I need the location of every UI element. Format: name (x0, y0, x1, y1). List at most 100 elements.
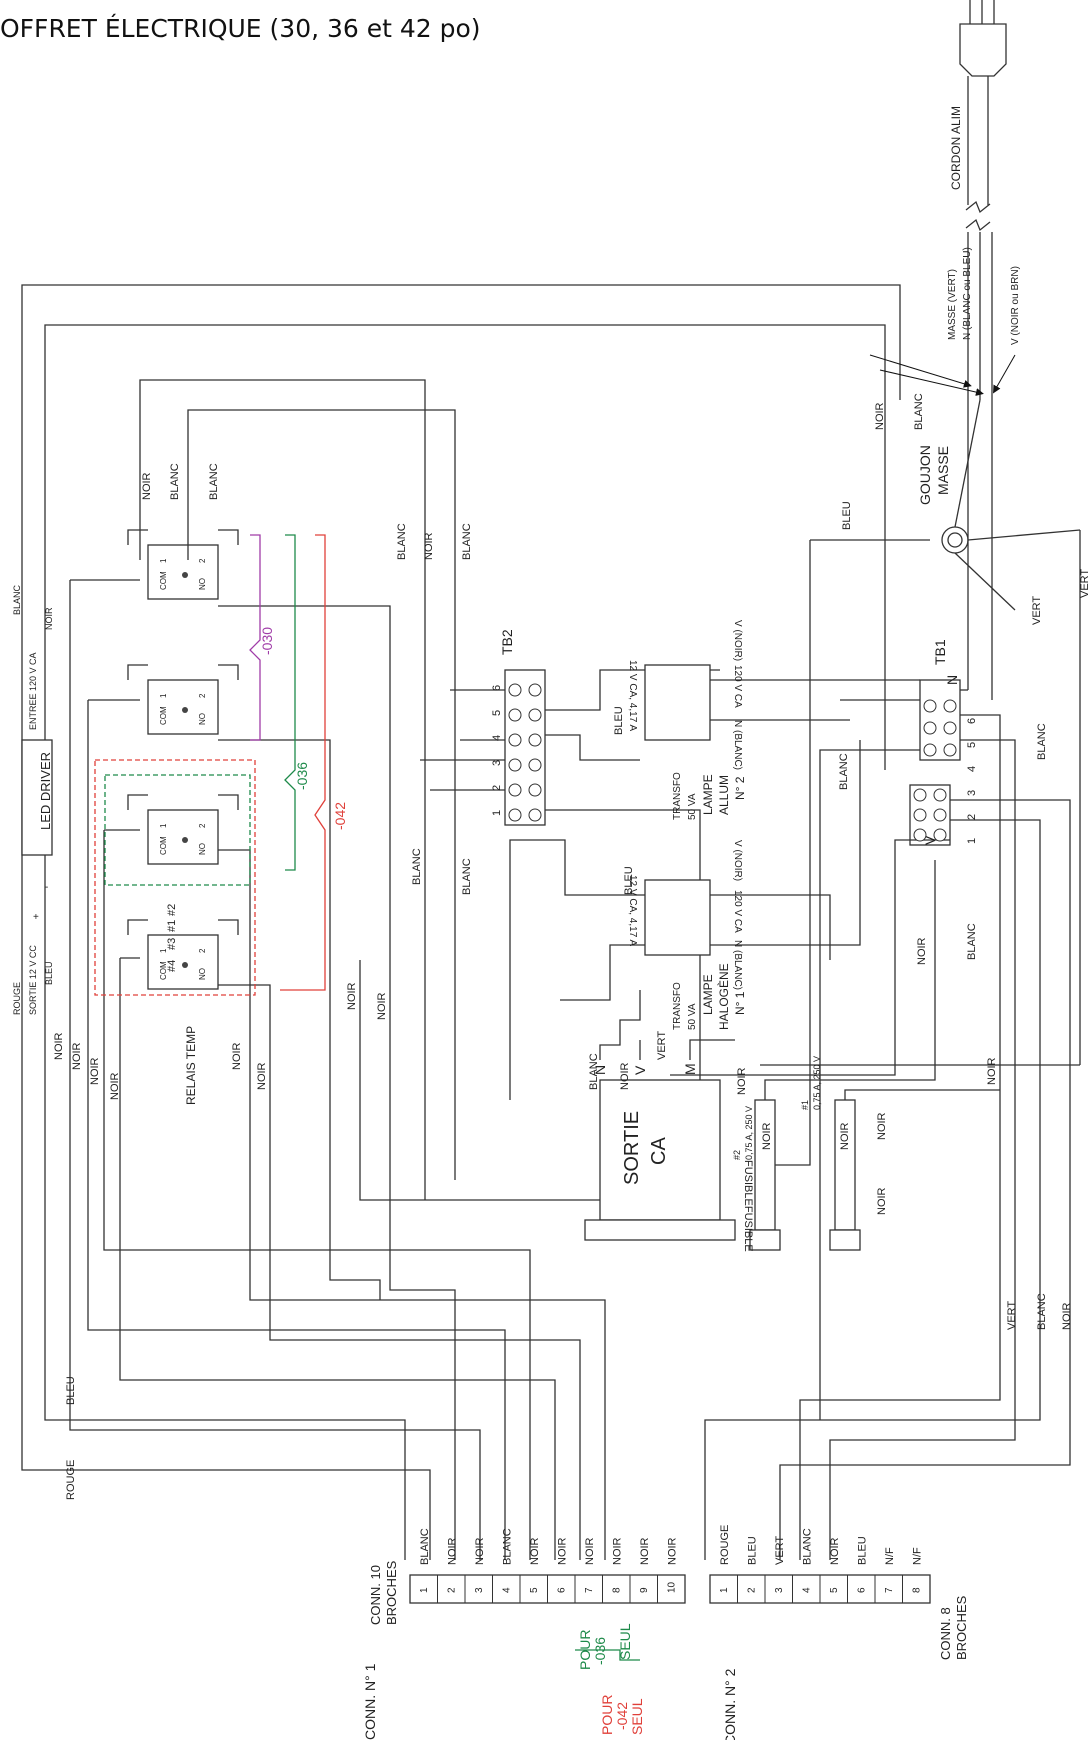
wire-blanc-7: BLANC (1036, 723, 1048, 760)
pour042-c: SEUL (629, 1698, 645, 1735)
tb1-screw (933, 788, 947, 802)
tb1-terminal-number: 5 (966, 742, 978, 748)
relay-contact (182, 962, 188, 968)
wire-blanc-9: BLANC (1036, 1293, 1048, 1330)
transfo1-v: V (NOIR) (732, 840, 743, 881)
wire-noir-16: NOIR (619, 1062, 631, 1090)
conn1-wire-label: BLANC (502, 1528, 514, 1565)
led-rouge: ROUGE (12, 982, 22, 1015)
tb1-screw (943, 699, 957, 713)
conn1-wire-label: NOIR (639, 1537, 651, 1565)
transfo1-va: 50 VA (687, 1003, 698, 1030)
tb2-screw (528, 758, 542, 772)
tb1-terminal-number: 4 (966, 766, 978, 772)
fuse2-rating: 0,75 A, 250 V (744, 1106, 754, 1160)
conn2-pin-number: 4 (802, 1587, 813, 1593)
tb2-terminal-number: 6 (491, 685, 503, 691)
conn1-pin-number: 2 (447, 1587, 458, 1593)
conn1-wire-label: NOIR (529, 1537, 541, 1565)
wire-noir-8: NOIR (346, 982, 358, 1010)
tb2-screw (528, 733, 542, 747)
zone-036: -036 (294, 762, 310, 790)
conn2-name: CONN. N° 2 (722, 1668, 738, 1740)
tb2-terminal-number: 5 (491, 710, 503, 716)
conn2-wire-label: BLANC (802, 1528, 814, 1565)
tb2-screw (528, 683, 542, 697)
relay-mark-r2: #2 (166, 904, 178, 916)
transfo1-pri: 120 V CA (732, 890, 743, 933)
tb2-screw (528, 708, 542, 722)
wire-blanc-3: BLANC (396, 523, 408, 560)
wire-noir-3: NOIR (874, 402, 886, 430)
transfo1-lampname: HALOGÈNE (716, 963, 731, 1030)
led-driver-label: LED DRIVER (38, 752, 53, 830)
wire-vert-2: VERT (1079, 569, 1090, 598)
conn1-pin-number: 8 (612, 1587, 623, 1593)
tb1-terminal-number: 3 (966, 790, 978, 796)
wire-noir-7: NOIR (1061, 1302, 1073, 1330)
wire-blanc-6: BLANC (838, 753, 850, 790)
transfo1-n: N (BLANC) (732, 940, 743, 990)
relay-pin-no: NO (198, 713, 207, 725)
relay-pin-com: COM (159, 836, 168, 855)
wire-noir-12: NOIR (53, 1032, 65, 1060)
tb2-screw (508, 783, 522, 797)
fuse1-number: #1 (800, 1100, 810, 1110)
fuse1-rating: 0,75 A, 250 V (812, 1056, 822, 1110)
tb1-screw (943, 721, 957, 735)
tb1-screw (923, 699, 937, 713)
transfo1-num: N° 1 (733, 991, 747, 1015)
relay-pin-1: 1 (159, 823, 168, 828)
wire-bleu-1: BLEU (841, 501, 853, 530)
transfo2-name: TRANSFO (672, 772, 683, 820)
tb1-screw (913, 788, 927, 802)
transfo1-sec: 12 V CA, 4,17 A (627, 875, 638, 946)
tb1-terminal-number: 2 (966, 814, 978, 820)
tb1-screw (923, 721, 937, 735)
wire-noir-2: NOIR (423, 532, 435, 560)
conn2-desc: CONN. 8 (938, 1607, 953, 1660)
relay-contact (182, 837, 188, 843)
led-plus: + (33, 912, 39, 923)
conn1-pin-number: 6 (557, 1587, 568, 1593)
transfo1-lamp: LAMPE (701, 974, 715, 1015)
sortie-ca-label: SORTIE (621, 1111, 643, 1185)
wire-blanc-1: BLANC (169, 463, 181, 500)
cord-label: CORDON ALIM (949, 106, 963, 190)
sortie-ca-label2: CA (648, 1137, 670, 1165)
conn2-pin-number: 6 (857, 1587, 868, 1593)
transfo2-pri: 120 V CA (732, 665, 743, 708)
relay-pin-no: NO (198, 578, 207, 590)
tb2-screw (508, 733, 522, 747)
led-bleu: BLEU (44, 961, 54, 985)
wire-noir-1: NOIR (141, 472, 153, 500)
relay-mark-r4: #4 (166, 960, 178, 972)
conn2-pin-number: 7 (884, 1587, 895, 1593)
pour036-c: SEUL (617, 1623, 633, 1660)
transfo2-num: N° 2 (733, 776, 747, 800)
led-driver-input: ENTREE 120 V CA (28, 652, 38, 730)
wire-rouge-1: ROUGE (65, 1460, 77, 1500)
led-minus: - (45, 882, 48, 893)
relay-mark-r1: #1 (166, 920, 178, 932)
conn1-pin-number: 3 (474, 1587, 485, 1593)
tb1-terminal-number: 1 (966, 838, 978, 844)
tb2-screw (508, 708, 522, 722)
wire-vert-3: VERT (1006, 1301, 1018, 1330)
transfo1-bleu: BLEU (623, 866, 635, 895)
conn1-pin-number: 7 (584, 1587, 595, 1593)
relay-pin-com: COM (159, 961, 168, 980)
tb2-screw (508, 683, 522, 697)
relay-mark-r3: #3 (166, 938, 178, 950)
conn1-wire-label: NOIR (557, 1537, 569, 1565)
tb1-screw (933, 808, 947, 822)
tb2-screw (528, 808, 542, 822)
wire-noir-17: NOIR (736, 1067, 748, 1095)
wire-blanc-11: BLANC (461, 858, 473, 895)
conn1-wire-label: BLANC (419, 1528, 431, 1565)
tb1-terminal-number: 6 (966, 718, 978, 724)
relay-pin-1: 1 (159, 948, 168, 953)
wire-vert-1: VERT (1031, 596, 1043, 625)
conn1-pin-number: 9 (639, 1587, 650, 1593)
